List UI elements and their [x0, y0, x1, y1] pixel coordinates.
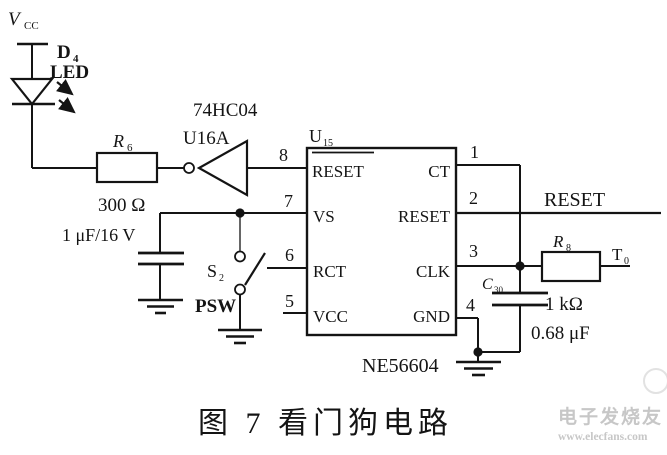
- pin4-number: 4: [466, 295, 475, 315]
- led-light-arrow-1: [56, 79, 74, 96]
- pin3-number: 3: [469, 241, 478, 261]
- resistor-r8-body: [540, 250, 602, 283]
- led-symbol: [9, 77, 76, 114]
- pin8-number: 8: [279, 145, 288, 165]
- pin4-name-gnd: GND: [413, 307, 450, 326]
- watermark-logo-icon: [643, 368, 667, 394]
- pin7-number: 7: [284, 191, 293, 211]
- pin5-number: 5: [285, 291, 294, 311]
- s2-lever: [244, 252, 266, 286]
- s2-label-sub: 2: [219, 273, 224, 284]
- inverter-u16a-symbol: [183, 139, 249, 197]
- r8-label-sub: 8: [566, 243, 571, 254]
- inverter-part-label: 74HC04: [193, 100, 258, 121]
- reset-net-label: RESET: [544, 189, 605, 211]
- pin6-number: 6: [285, 245, 294, 265]
- u15-ref-sub: 15: [323, 138, 333, 149]
- pin1-name-ct: CT: [428, 162, 450, 181]
- vcc-label-sub: CC: [24, 20, 39, 32]
- r8-value: 1 kΩ: [545, 294, 583, 315]
- watermark-url: www.elecfans.com: [558, 431, 648, 443]
- inverter-triangle-icon: [196, 139, 249, 197]
- s2-label: S: [207, 261, 217, 281]
- t0-label: T: [612, 245, 623, 264]
- pin3-name-clk: CLK: [416, 262, 451, 281]
- r6-label: R: [112, 131, 124, 151]
- inverter-ref-label: U16A: [183, 128, 230, 149]
- watermark-brand: 电子发烧友: [558, 405, 663, 428]
- led-light-arrow-2: [58, 97, 76, 114]
- s2-terminal-top: [234, 250, 246, 263]
- pin2-number: 2: [469, 188, 478, 208]
- resistor-r6-body: [95, 151, 159, 184]
- psw-label: PSW: [195, 296, 236, 317]
- c30-label-sub: 30: [494, 285, 504, 295]
- pin2-name-reset: RESET: [398, 207, 451, 226]
- u15-ref-label: U: [309, 126, 322, 146]
- d4-label-sub: 4: [73, 53, 79, 65]
- led-label: LED: [50, 62, 89, 83]
- r8-label: R: [552, 232, 564, 251]
- t0-label-sub: 0: [624, 256, 629, 267]
- d4-label: D: [57, 42, 71, 63]
- ground-symbol-c1: [138, 298, 183, 315]
- figure-caption: 图 7 看门狗电路: [198, 407, 453, 440]
- u15-part-label: NE56604: [362, 355, 439, 377]
- labels: V CC D 4 LED R 6 300 Ω 74HC04 U16A 1 μF/…: [8, 9, 629, 377]
- pin6-name-rct: RCT: [313, 262, 347, 281]
- c1-value: 1 μF/16 V: [62, 225, 135, 245]
- vcc-label: V: [8, 9, 22, 30]
- pin5-name-vcc: VCC: [313, 307, 348, 326]
- capacitor-c1-symbol: [138, 251, 184, 266]
- ground-symbol-s2: [218, 328, 262, 345]
- pin8-name-resetb: RESET: [312, 162, 365, 181]
- switch-s2-symbol: [234, 250, 266, 296]
- c30-label: C: [482, 276, 493, 293]
- pin1-number: 1: [470, 142, 479, 162]
- chip-u15-body: [305, 146, 458, 337]
- led-triangle: [9, 77, 55, 106]
- c30-value: 0.68 μF: [531, 323, 590, 344]
- ground-symbol-gnd: [456, 360, 501, 377]
- s2-terminal-bottom: [234, 283, 246, 296]
- inverter-bubble-icon: [183, 162, 195, 174]
- r6-label-sub: 6: [127, 142, 133, 154]
- junction-dot-gnd: [473, 347, 483, 357]
- pin7-name-vs: VS: [313, 207, 335, 226]
- junction-dot-clk: [515, 261, 525, 271]
- capacitor-c30-symbol: [492, 291, 548, 307]
- r6-value: 300 Ω: [98, 195, 145, 216]
- junction-dot-vs: [235, 208, 245, 218]
